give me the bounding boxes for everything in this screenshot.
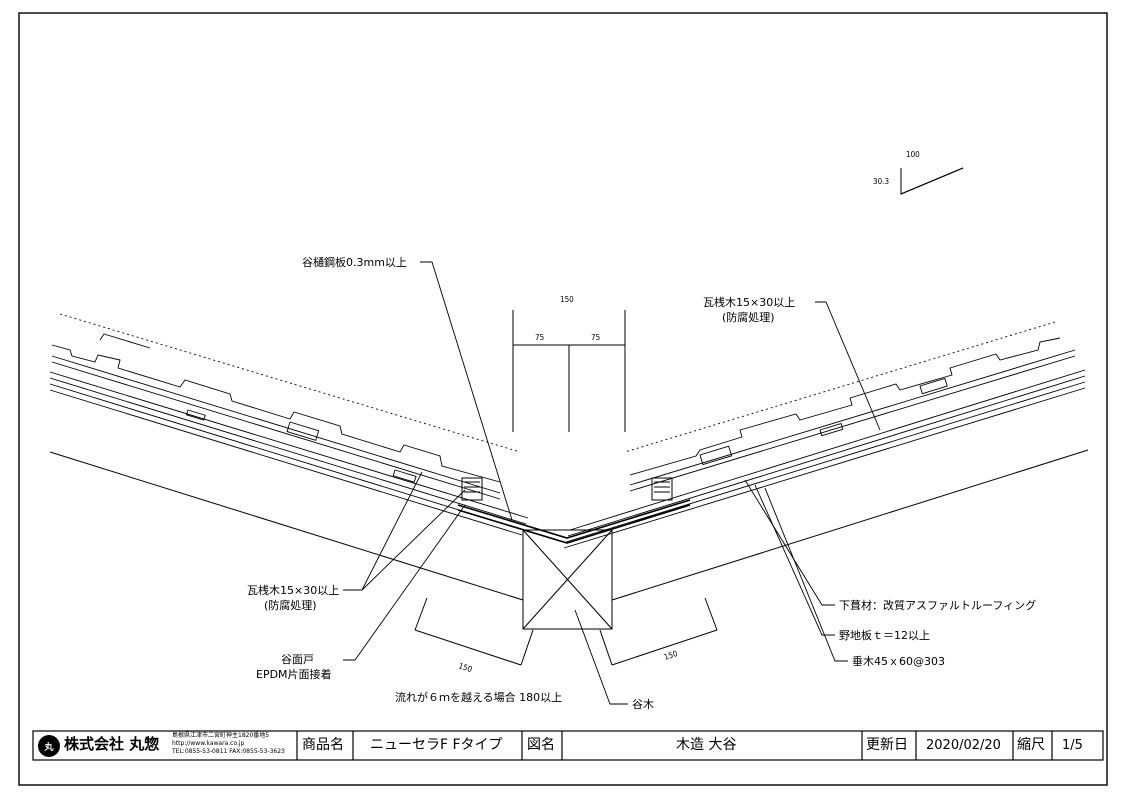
valley-gutter xyxy=(457,499,691,544)
label-sheathing: 野地板ｔ＝12以上 xyxy=(839,628,930,642)
scale-value: 1/5 xyxy=(1062,738,1083,753)
dim-bottom-right: 150 xyxy=(663,649,679,662)
slope-rise-label: 30.3 xyxy=(873,177,889,186)
updated-label: 更新日 xyxy=(866,737,908,753)
right-roof-layers xyxy=(563,321,1086,549)
drawing-label: 図名 xyxy=(527,737,555,753)
label-batten-right: 瓦桟木15×30以上 xyxy=(703,295,795,309)
label-batten-left-note: (防腐処理) xyxy=(264,598,317,612)
company-name: 株式会社 丸惣 xyxy=(64,735,160,753)
label-gutter-steel: 谷樋鋼板0.3mm以上 xyxy=(302,255,407,269)
valley-structure xyxy=(49,449,1089,630)
title-block xyxy=(32,730,1104,761)
label-batten-right-note: (防腐処理) xyxy=(722,310,775,324)
company-tel: TEL:0855-53-0811 FAX:0855-53-3623 xyxy=(172,748,285,755)
drawing-value: 木造 大谷 xyxy=(676,737,737,753)
label-rafter: 垂木45ｘ60@303 xyxy=(852,655,945,668)
bottom-dimensions xyxy=(414,597,718,666)
label-valley-timber: 谷木 xyxy=(632,698,654,711)
sheet-border xyxy=(18,12,1108,786)
label-valley-face-epdm: EPDM片面接着 xyxy=(256,667,332,681)
dim-top-150: 150 xyxy=(560,295,574,304)
product-label: 商品名 xyxy=(302,737,344,753)
slope-run-label: 100 xyxy=(906,150,920,159)
scale-label: 縮尺 xyxy=(1017,737,1045,753)
valley-face-seals xyxy=(461,477,673,501)
left-roof-layers xyxy=(49,313,529,536)
leader-lines xyxy=(343,261,881,705)
label-underlay: 下葺材：改質アスファルトルーフィング xyxy=(839,598,1036,612)
company-logo: 丸 xyxy=(38,735,60,757)
company-address: 島根県江津市二宮町神主1820番地5 xyxy=(172,732,270,739)
label-batten-left: 瓦桟木15×30以上 xyxy=(247,583,339,597)
dim-bottom-left: 150 xyxy=(457,661,473,674)
label-valley-face: 谷面戸 xyxy=(281,653,314,666)
company-url: http://www.kawara.co.jp xyxy=(172,740,245,747)
updated-value: 2020/02/20 xyxy=(926,738,1001,753)
dim-half-right: 75 xyxy=(591,333,600,342)
label-flow-note: 流れが６ｍを越える場合 180以上 xyxy=(395,690,562,704)
product-value: ニューセラF Fタイプ xyxy=(370,737,503,753)
dim-half-left: 75 xyxy=(535,333,544,342)
slope-indicator xyxy=(900,167,964,195)
top-dimension xyxy=(512,310,626,432)
